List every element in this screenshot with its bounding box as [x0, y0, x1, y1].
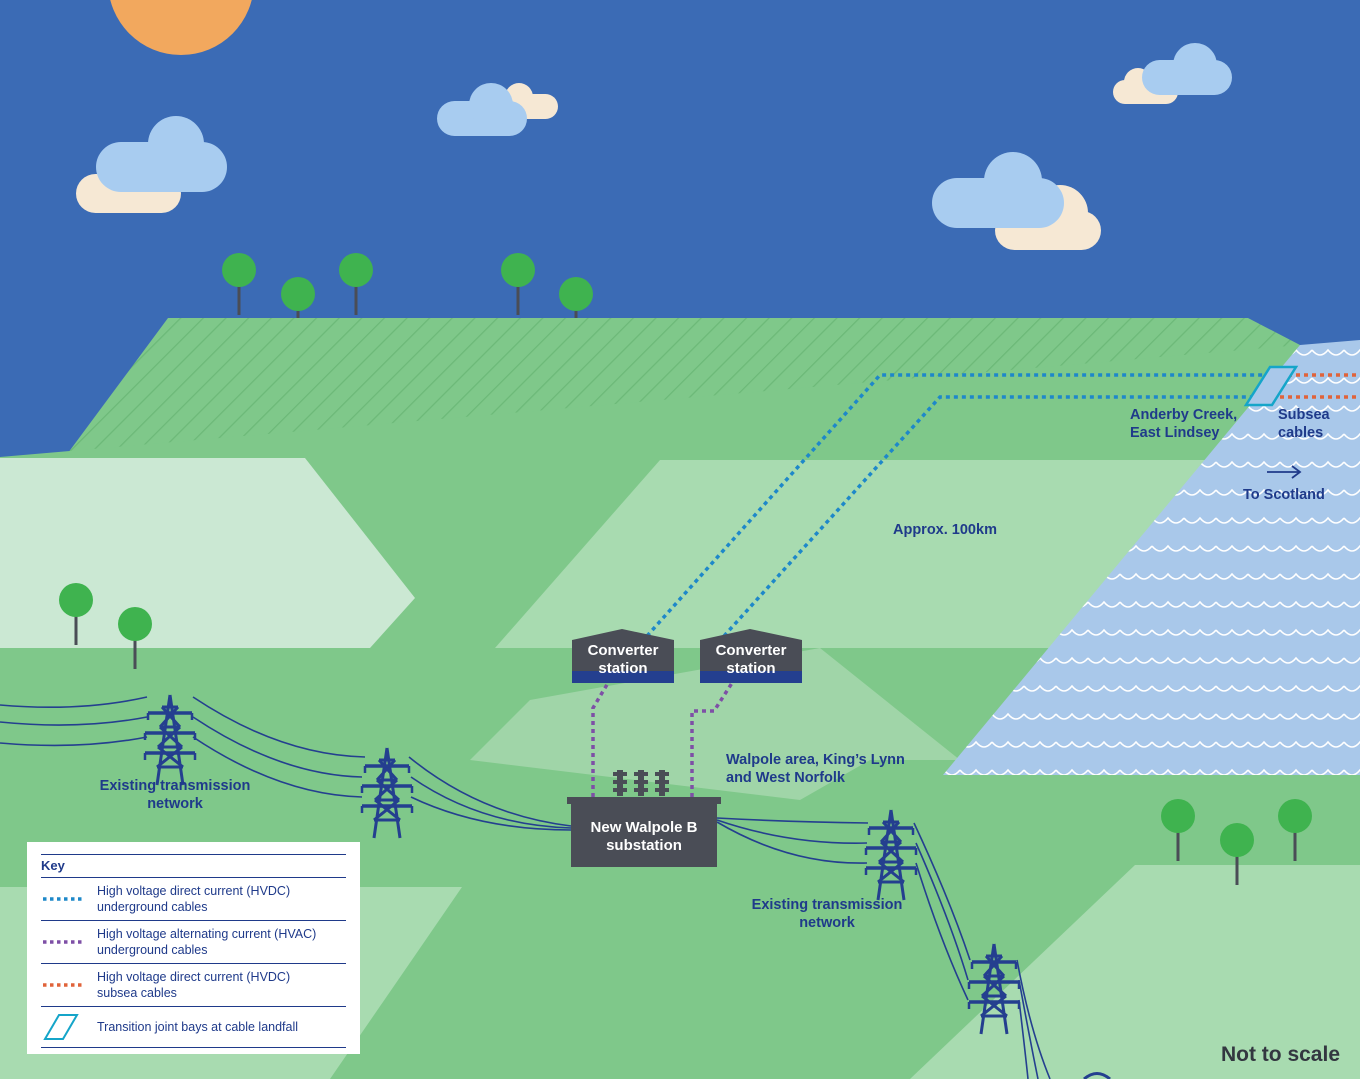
pylon-partial [1083, 1072, 1111, 1079]
to-scotland-label: To Scotland [1243, 487, 1325, 503]
converter-station [700, 629, 802, 683]
sea [943, 340, 1360, 775]
arrow-right-icon [1267, 465, 1302, 479]
hvdc-subsea-line-icon [43, 983, 85, 987]
field-light-center [495, 460, 1250, 648]
hvac-underground-cable [591, 682, 610, 797]
walpole-area-label: Walpole area, King’s Lynn and West Norfo… [726, 752, 905, 786]
hvdc-underground-cable [645, 373, 1270, 638]
legend: Key High voltage direct current (HVDC) u… [27, 842, 360, 1054]
hvdc-underground-cable [722, 395, 1258, 638]
not-to-scale-note: Not to scale [1220, 1043, 1340, 1066]
converter-station-label: Converter station [715, 642, 787, 677]
cloud [76, 116, 227, 213]
anderby-creek-label: Anderby Creek, East Lindsey [1130, 407, 1238, 441]
legend-item: High voltage direct current (HVDC) under… [41, 877, 346, 920]
subsea-cables-label: Subsea cables [1278, 407, 1330, 441]
cloud [437, 83, 558, 136]
cloud [1113, 43, 1232, 104]
transmission-lines-right [716, 817, 1051, 1079]
transition-joint-bay [1243, 365, 1299, 407]
legend-item: High voltage direct current (HVDC) subse… [41, 963, 346, 1006]
hvac-underground-cable [690, 682, 734, 797]
converter-station-label: Converter station [587, 642, 659, 677]
legend-item: Transition joint bays at cable landfall [41, 1006, 346, 1048]
sun [110, 0, 252, 55]
transmission-lines-left [0, 696, 572, 831]
hvdc-underground-line-icon [43, 897, 85, 901]
distance-label: Approx. 100km [893, 522, 997, 538]
converter-station [572, 629, 674, 683]
field-pale-left [0, 458, 415, 648]
substation [567, 770, 721, 867]
legend-item: High voltage alternating current (HVAC) … [41, 920, 346, 963]
cloud [932, 152, 1101, 250]
substation-label: New Walpole B substation [590, 819, 698, 854]
hvac-underground-line-icon [43, 940, 85, 944]
existing-network-label: Existing transmission network [751, 897, 903, 931]
legend-title: Key [41, 854, 346, 877]
existing-network-label: Existing transmission network [99, 778, 251, 812]
transition-joint-bay-icon [43, 1014, 79, 1040]
